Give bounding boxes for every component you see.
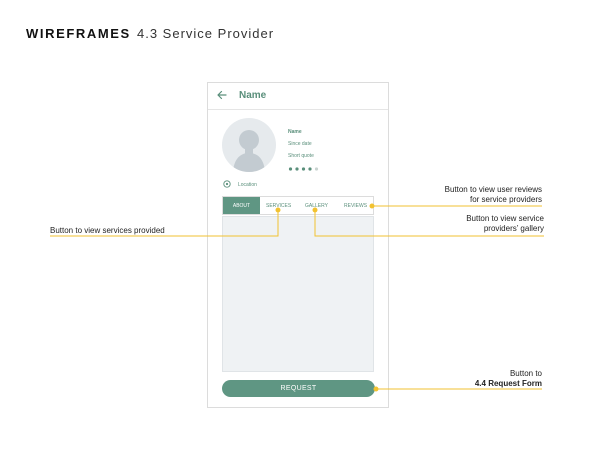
gallery-annotation: Button to view service providers’ galler… [400,214,544,234]
rating-star [301,167,306,171]
reviews-annotation-line1: Button to view user reviews [444,185,542,194]
request-annotation-line1: Button to [509,369,542,378]
tab-about[interactable]: ABOUT [223,197,260,214]
wireframes-title: WIREFRAMES [26,26,131,41]
arrow-left-icon[interactable] [217,89,227,101]
rating-star [288,167,293,171]
request-annotation: Button to 4.4 Request Form [440,369,542,389]
profile-since-date: Since date [288,141,312,147]
tab-services[interactable]: SERVICES [266,203,292,209]
avatar [222,118,276,172]
services-annotation: Button to view services provided [50,226,165,235]
reviews-annotation-line2: for service providers [469,195,542,204]
request-button[interactable]: REQUEST [222,380,375,397]
profile-quote: Short quote [288,153,314,159]
top-bar [208,83,388,110]
tab-content-area [222,216,374,372]
location-pin-icon [223,180,231,188]
rating-stars [288,167,319,171]
gallery-annotation-line2: providers’ gallery [483,224,544,233]
tab-reviews[interactable]: REVIEWS [344,203,368,209]
rating-star [314,167,319,171]
location-label: Location [238,182,257,188]
rating-star [295,167,299,171]
gallery-annotation-line1: Button to view service [466,214,544,223]
screen-title: Name [239,90,267,101]
profile-name: Name [288,129,302,135]
page-subtitle: 4.3 Service Provider [137,26,275,41]
rating-star [308,167,312,171]
request-annotation-line2: 4.4 Request Form [474,379,542,388]
reviews-annotation: Button to view user reviews for service … [400,185,542,205]
avatar-silhouette-icon [233,130,265,172]
tab-gallery[interactable]: GALLERY [305,203,328,209]
